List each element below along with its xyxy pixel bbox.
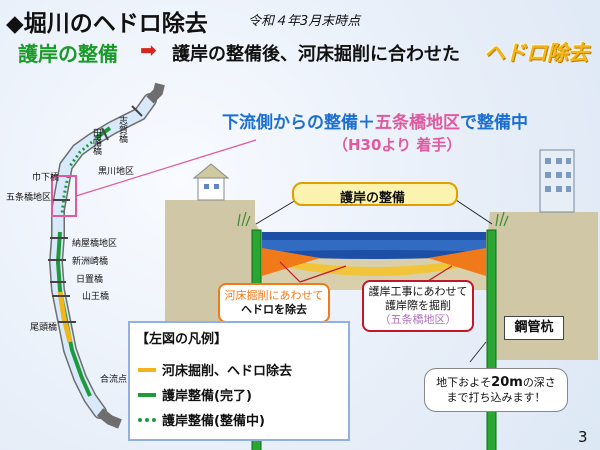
gojo-connector-line <box>75 139 257 197</box>
bank-excavation-right <box>428 248 486 276</box>
legend-item-complete: 護岸整備(完了) <box>162 389 252 404</box>
label-goryu: 合流点 <box>100 375 128 385</box>
progress-part-c: で整備中 <box>460 113 528 133</box>
legend: 【左図の凡例】 河床掘削、ヘドロ除去 護岸整備(完了) 護岸整備(整備中) <box>128 321 350 441</box>
label-kurokawa: 黒川地区 <box>98 167 135 177</box>
progress-part-a: 下流側からの整備＋ <box>222 113 375 133</box>
house-icon <box>192 163 230 201</box>
label-shinsuzaki: 新洲崎橋 <box>72 257 109 267</box>
revetment-label-box: 護岸の整備 <box>292 182 458 206</box>
progress-start-year: （H30より 着手） <box>333 136 462 154</box>
page-title: ◆堀川のヘドロ除去 <box>6 11 208 37</box>
label-obata: 尾頭橋 <box>30 323 58 333</box>
sediment-removal-area <box>264 256 484 276</box>
legend-item-dredging: 河床掘削、ヘドロ除去 <box>162 364 293 379</box>
label-gojo: 五条橋地区 <box>6 193 52 203</box>
bank-excavation-left <box>262 248 320 276</box>
callout-dredging: 河床掘削にあわせて ヘドロを除去 <box>218 283 330 323</box>
callout-bank-line1: 護岸工事にあわせて <box>368 285 468 298</box>
label-nayabashi: 納屋橋地区 <box>72 239 118 249</box>
revetment-progress-upper <box>68 140 93 167</box>
subtitle-revetment: 護岸の整備 <box>18 42 118 66</box>
progress-statement: 下流側からの整備＋五条橋地区で整備中 <box>222 108 528 133</box>
callout-bank-line3: （五条橋地区） <box>379 313 457 326</box>
date-label: 令和４年3月末時点 <box>248 14 361 29</box>
depth-note-line1: 地下およそ20mの深さ <box>425 375 567 390</box>
legend-swatch-dredging <box>138 368 156 372</box>
label-hioki: 日置橋 <box>76 275 104 285</box>
revetment-progress-gojo <box>60 175 70 215</box>
pipe-pile-label-box: 鋼管杭 <box>504 316 564 340</box>
progress-gojo: 五条橋地区 <box>375 113 460 133</box>
label-shidabashi: 志賀橋 <box>117 116 127 143</box>
river-branch <box>146 82 165 104</box>
revetment-label: 護岸の整備 <box>340 191 406 206</box>
depth-note-line2: まで打ち込みます！ <box>446 391 546 404</box>
building-icon <box>539 149 575 213</box>
depth-note-b: の深さ <box>522 376 556 389</box>
dredging-segment <box>57 291 73 343</box>
arrow-right-icon: ➡ <box>140 38 157 62</box>
callout-bank-excavation: 護岸工事にあわせて 護岸際を掘削 （五条橋地区） <box>362 280 474 332</box>
depth-note-num: 20m <box>491 375 523 390</box>
legend-item-progress: 護岸整備(整備中) <box>162 414 265 429</box>
callout-dredging-line2: ヘドロを除去 <box>241 303 307 316</box>
label-sanno: 山王橋 <box>82 292 110 302</box>
revetment-complete-upper <box>94 126 112 140</box>
sheet-pile-right <box>486 229 497 450</box>
depth-note-a: 地下およそ <box>436 376 492 389</box>
page-number: 3 <box>578 428 588 446</box>
depth-note: 地下およそ20mの深さ まで打ち込みます！ <box>424 368 568 412</box>
label-tabatabashi: 田幡橋 <box>91 128 101 155</box>
legend-swatch-progress <box>138 418 156 422</box>
legend-title: 【左図の凡例】 <box>136 332 228 347</box>
legend-swatch-complete <box>138 393 156 397</box>
subtitle-description: 護岸の整備後、河床掘削に合わせた <box>172 44 460 65</box>
gojo-highlight-box <box>51 175 77 217</box>
subtitle-hedoro: ヘドロ除去 <box>484 41 589 65</box>
callout-bank-line2: 護岸際を掘削 <box>385 299 451 312</box>
callout-dredging-line1: 河床掘削にあわせて <box>224 289 324 302</box>
label-kinoshitabashi: 巾下橋 <box>32 173 60 183</box>
pipe-pile-label: 鋼管杭 <box>514 320 554 335</box>
